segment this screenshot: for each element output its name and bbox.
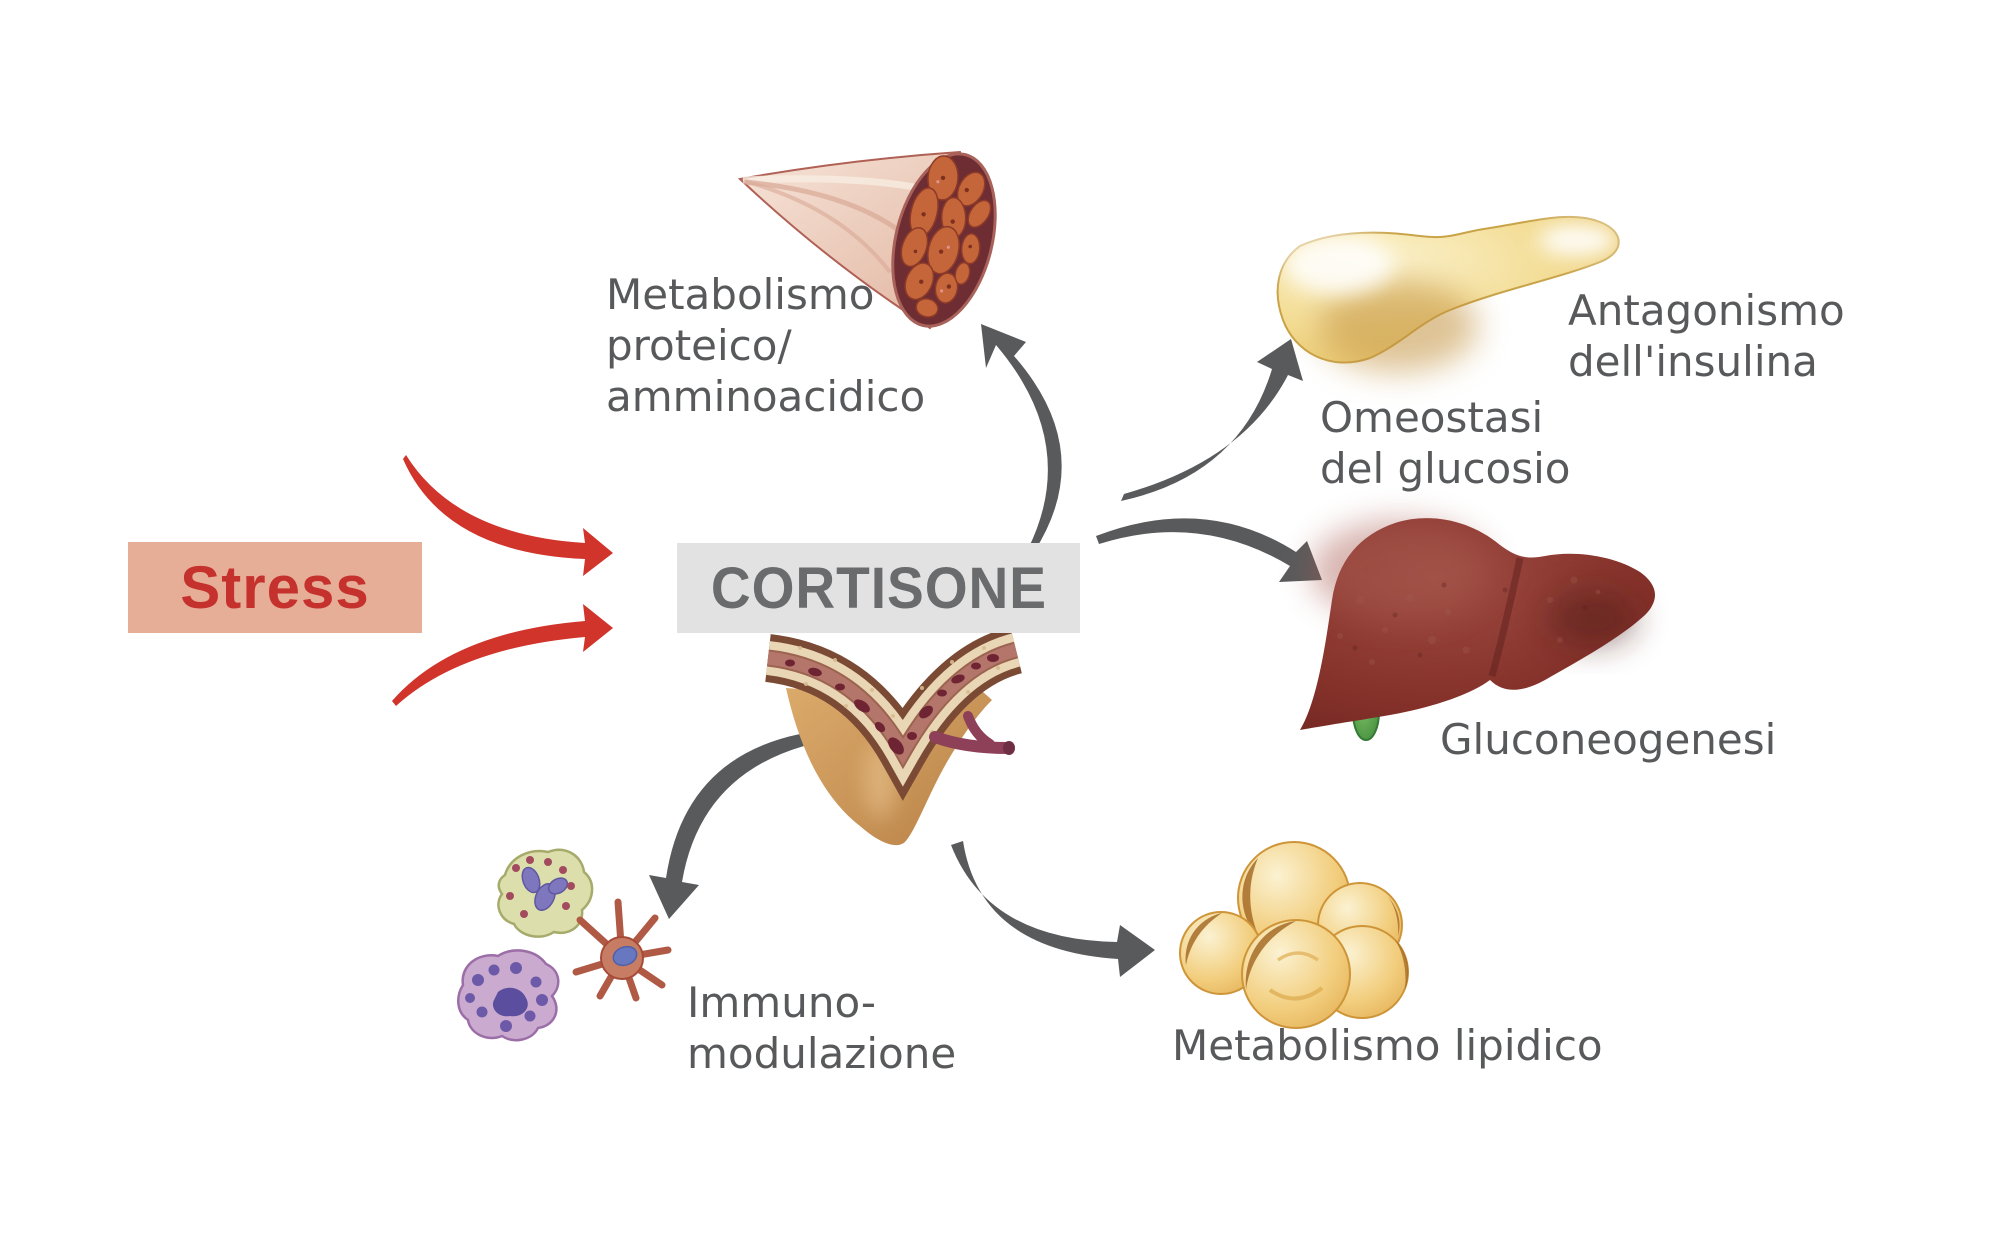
label-line: Metabolismo lipidico [1172,1021,1603,1070]
red-arrow-upper [403,455,613,576]
label-line: Immuno- [687,978,877,1027]
basophil-cell [457,949,560,1042]
arrow-to-immune-cells [649,734,804,919]
bone-illustration [764,626,1023,846]
label-gluconeogenesis: Gluconeogenesi [1440,714,1776,765]
dendritic-cell [572,898,672,1002]
muscle-tissue-illustration [737,150,997,330]
label-line: proteico/ [606,321,792,370]
cortisone-label: CORTISONE [710,555,1047,621]
label-line: amminoacidico [606,372,926,421]
arrow-to-pancreas [1121,339,1303,501]
fat-cells-illustration [1179,841,1409,1029]
label-line: Gluconeogenesi [1440,715,1777,764]
arrow-to-muscle [981,324,1062,552]
granulocyte-cell [497,848,594,938]
label-glucose-homeostasis: Omeostasi del glucosio [1320,392,1571,494]
label-lipid-metabolism: Metabolismo lipidico [1172,1020,1603,1071]
label-protein-metabolism: Metabolismo proteico/ amminoacidico [606,269,925,422]
cortisone-box: CORTISONE [677,543,1080,633]
stress-box: Stress [128,542,422,633]
label-line: del glucosio [1320,444,1571,493]
red-arrow-lower [392,604,613,706]
bone-blood-vessel [929,711,1015,755]
label-line: modulazione [687,1029,957,1078]
label-line: Antagonismo [1568,286,1845,335]
label-immunomodulation: Immuno- modulazione [687,977,956,1079]
immune-cells-illustration [457,848,672,1042]
stress-label: Stress [180,554,370,621]
label-line: dell'insulina [1568,337,1818,386]
arrow-to-liver [1096,518,1322,582]
liver-illustration [1300,518,1656,741]
label-line: Omeostasi [1320,393,1544,442]
label-insulin-antagonism: Antagonismo dell'insulina [1568,285,1845,387]
pancreas-illustration [1276,215,1620,372]
arrow-to-fat-cells [951,841,1155,977]
label-line: Metabolismo [606,270,875,319]
